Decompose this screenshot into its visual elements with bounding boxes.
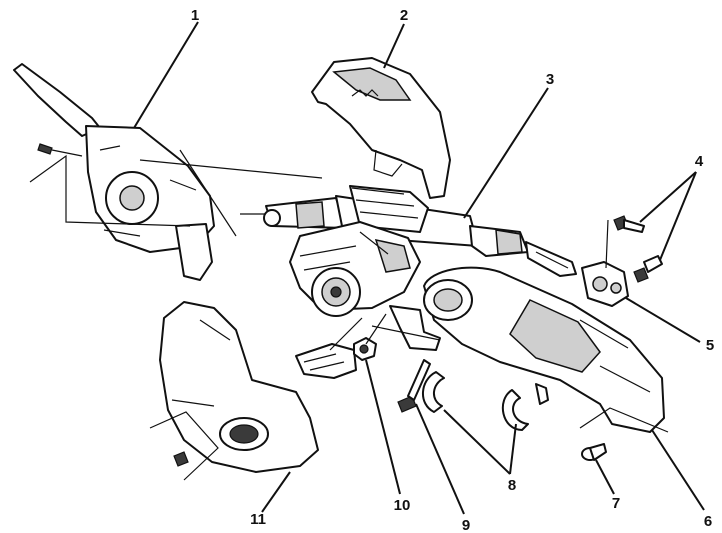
leader-1	[133, 21, 199, 129]
clamp-part-8-left	[422, 371, 445, 413]
leader-4b	[659, 171, 697, 261]
leader-9	[415, 403, 465, 515]
leader-lines	[133, 21, 705, 515]
callout-3: 3	[546, 71, 554, 88]
leader-2	[383, 23, 405, 69]
callout-10: 10	[394, 497, 411, 514]
leader-5	[625, 297, 701, 343]
ignition-switch-housing	[289, 221, 421, 317]
bolt-part-4-lower	[633, 255, 663, 283]
leader-10	[365, 359, 401, 495]
universal-joint-part-5	[581, 219, 629, 307]
callout-9: 9	[462, 517, 470, 533]
callout-5: 5	[706, 337, 714, 354]
callout-7: 7	[612, 495, 620, 512]
callout-11: 11	[250, 511, 266, 528]
leader-7	[595, 459, 615, 495]
leader-11	[261, 471, 291, 513]
lower-column-cover-part	[423, 266, 669, 433]
callout-8: 8	[508, 477, 516, 494]
callout-6: 6	[704, 513, 712, 530]
screw-part-7	[581, 443, 607, 461]
bolt-part-4-upper	[613, 215, 645, 233]
small-switch-bracket	[295, 317, 363, 379]
callout-1: 1	[191, 7, 199, 24]
callout-2: 2	[400, 7, 408, 24]
callout-4: 4	[695, 153, 704, 170]
combination-switch-part	[13, 63, 237, 281]
bolt-part-9	[397, 359, 431, 413]
steering-column-shaft-part	[263, 185, 577, 277]
clamp-part-8-right	[502, 383, 549, 431]
upper-column-cover-part	[311, 57, 451, 199]
leader-6	[651, 429, 705, 511]
lower-column-shroud-part	[149, 301, 319, 481]
nut-part-10	[353, 337, 377, 361]
leader-4a	[639, 171, 697, 223]
leader-8b	[509, 423, 517, 475]
leader-3	[463, 87, 549, 219]
callout-labels: 1 2 3 4 5 6 7 8 9 10 11	[191, 7, 714, 533]
leader-8a	[443, 409, 511, 475]
column-bracket	[365, 305, 441, 351]
